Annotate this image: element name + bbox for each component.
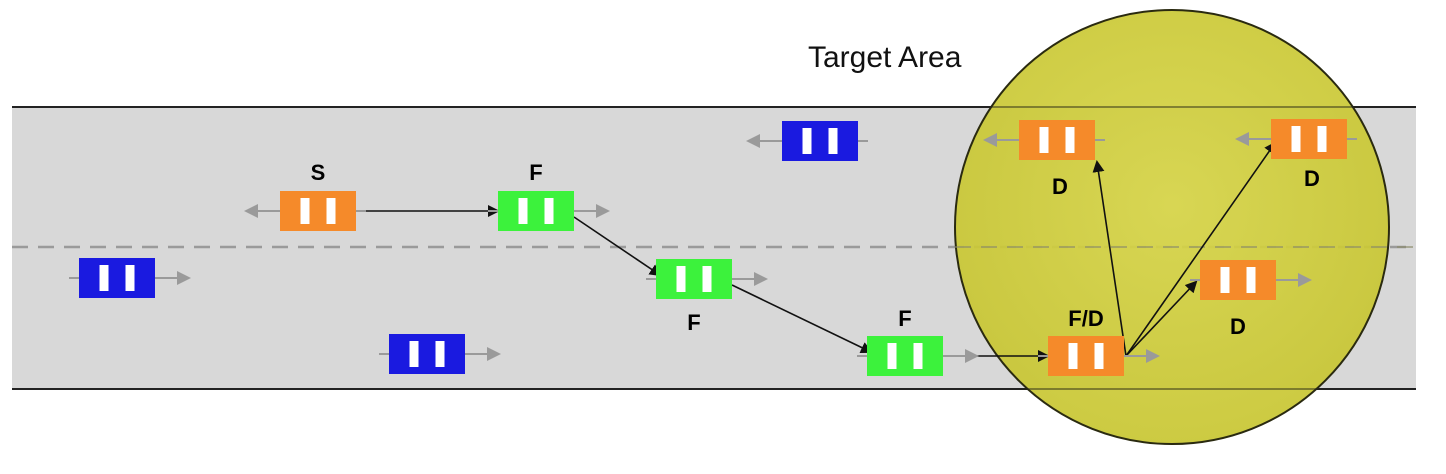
vehicle-window bbox=[99, 265, 109, 291]
vehicle-s bbox=[244, 191, 366, 231]
vehicle-label-d2: D bbox=[1304, 166, 1320, 191]
vehicle-window bbox=[676, 266, 686, 292]
vehicle-label-f3: F bbox=[898, 306, 911, 331]
target-area-circle bbox=[954, 9, 1390, 445]
link-fd-d3 bbox=[1125, 280, 1198, 357]
vehicle-label-fd: F/D bbox=[1068, 306, 1103, 331]
vehicle-window bbox=[1246, 267, 1256, 293]
vehicle-b1 bbox=[69, 258, 191, 298]
vehicle-d1 bbox=[983, 120, 1105, 160]
vehicle-window bbox=[1068, 343, 1078, 369]
vehicle-window bbox=[1094, 343, 1104, 369]
vehicle-body bbox=[1271, 119, 1347, 159]
vehicle-window bbox=[887, 343, 897, 369]
vehicles-layer: S F F F F/D D D D bbox=[69, 119, 1357, 376]
vehicle-window bbox=[544, 198, 554, 224]
link-f2-f3 bbox=[731, 284, 873, 354]
vehicle-body bbox=[1019, 120, 1095, 160]
link-fd-d2 bbox=[1125, 141, 1277, 357]
vehicle-body bbox=[280, 191, 356, 231]
vehicle-fd bbox=[1038, 336, 1160, 376]
vehicle-window bbox=[300, 198, 310, 224]
vehicle-body bbox=[656, 259, 732, 299]
vehicle-window bbox=[702, 266, 712, 292]
vehicle-window bbox=[913, 343, 923, 369]
vehicle-label-d1: D bbox=[1052, 174, 1068, 199]
vehicle-d3 bbox=[1190, 260, 1312, 300]
vehicle-window bbox=[1065, 127, 1075, 153]
vehicle-body bbox=[1200, 260, 1276, 300]
vehicle-window bbox=[1291, 126, 1301, 152]
vehicle-body bbox=[867, 336, 943, 376]
vehicle-window bbox=[409, 341, 419, 367]
vehicle-label-f1: F bbox=[529, 160, 542, 185]
vehicle-b3 bbox=[746, 121, 868, 161]
target-area-title: Target Area bbox=[808, 41, 962, 74]
link-f1-f2 bbox=[573, 216, 662, 277]
vehicle-d2 bbox=[1235, 119, 1357, 159]
vehicle-f3 bbox=[857, 336, 979, 376]
vehicle-f1 bbox=[488, 191, 610, 231]
vehicle-b2 bbox=[379, 334, 501, 374]
vehicle-label-d3: D bbox=[1230, 314, 1246, 339]
vehicle-window bbox=[1317, 126, 1327, 152]
vehicle-body bbox=[498, 191, 574, 231]
vehicle-body bbox=[389, 334, 465, 374]
vehicle-window bbox=[828, 128, 838, 154]
vehicle-window bbox=[125, 265, 135, 291]
vehicle-label-s: S bbox=[311, 160, 326, 185]
vehicle-body bbox=[1048, 336, 1124, 376]
vehicle-window bbox=[518, 198, 528, 224]
vehicle-window bbox=[1220, 267, 1230, 293]
vehicle-label-f2: F bbox=[687, 310, 700, 335]
vehicle-window bbox=[1039, 127, 1049, 153]
vehicle-window bbox=[326, 198, 336, 224]
vehicle-window bbox=[435, 341, 445, 367]
link-fd-d1 bbox=[1092, 160, 1127, 357]
vehicle-window bbox=[802, 128, 812, 154]
vehicle-f2 bbox=[646, 259, 768, 299]
vehicle-body bbox=[79, 258, 155, 298]
vehicle-body bbox=[782, 121, 858, 161]
